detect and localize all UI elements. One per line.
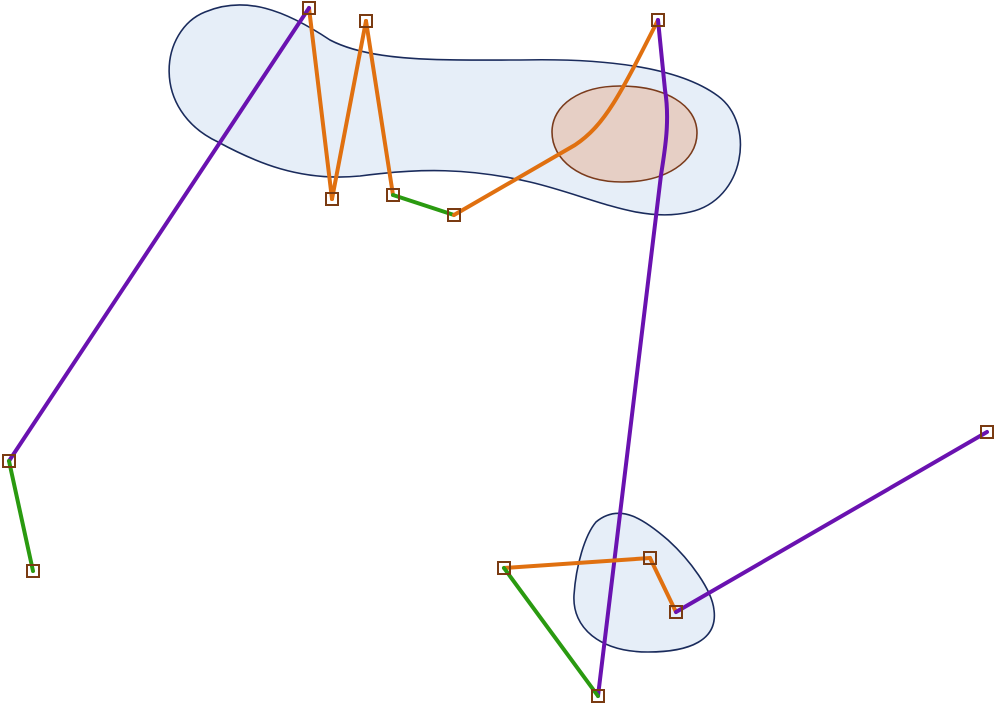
edge-n12-n13: [674, 430, 989, 614]
edge-n6-n7: [596, 18, 670, 698]
node-n9[interactable]: [26, 564, 40, 578]
region-lower-blob: [573, 512, 716, 653]
node-n3[interactable]: [359, 14, 373, 28]
node-n4[interactable]: [386, 188, 400, 202]
edge-n10-n7: [502, 566, 600, 698]
regions-layer: [168, 4, 742, 653]
edge-n4-n5: [391, 193, 456, 217]
edge-n11-n12: [648, 556, 678, 614]
node-n12[interactable]: [669, 605, 683, 619]
node-n7[interactable]: [591, 689, 605, 703]
node-n11[interactable]: [643, 551, 657, 565]
edge-n8-n9: [7, 459, 35, 573]
edges-layer: [7, 6, 989, 698]
node-n5[interactable]: [447, 208, 461, 222]
edge-n3-n4: [364, 19, 395, 197]
edge-n5-n6: [452, 18, 660, 217]
edge-n2-n3: [330, 19, 368, 201]
node-n13[interactable]: [980, 425, 994, 439]
node-n1[interactable]: [302, 1, 316, 15]
edge-n1-n8: [7, 6, 311, 463]
node-n6[interactable]: [651, 13, 665, 27]
node-n8[interactable]: [2, 454, 16, 468]
edge-n10-n11: [502, 556, 652, 570]
edge-n1-n2: [307, 6, 334, 201]
node-n10[interactable]: [497, 561, 511, 575]
region-inner-ellipse: [551, 85, 698, 183]
node-n2[interactable]: [325, 192, 339, 206]
